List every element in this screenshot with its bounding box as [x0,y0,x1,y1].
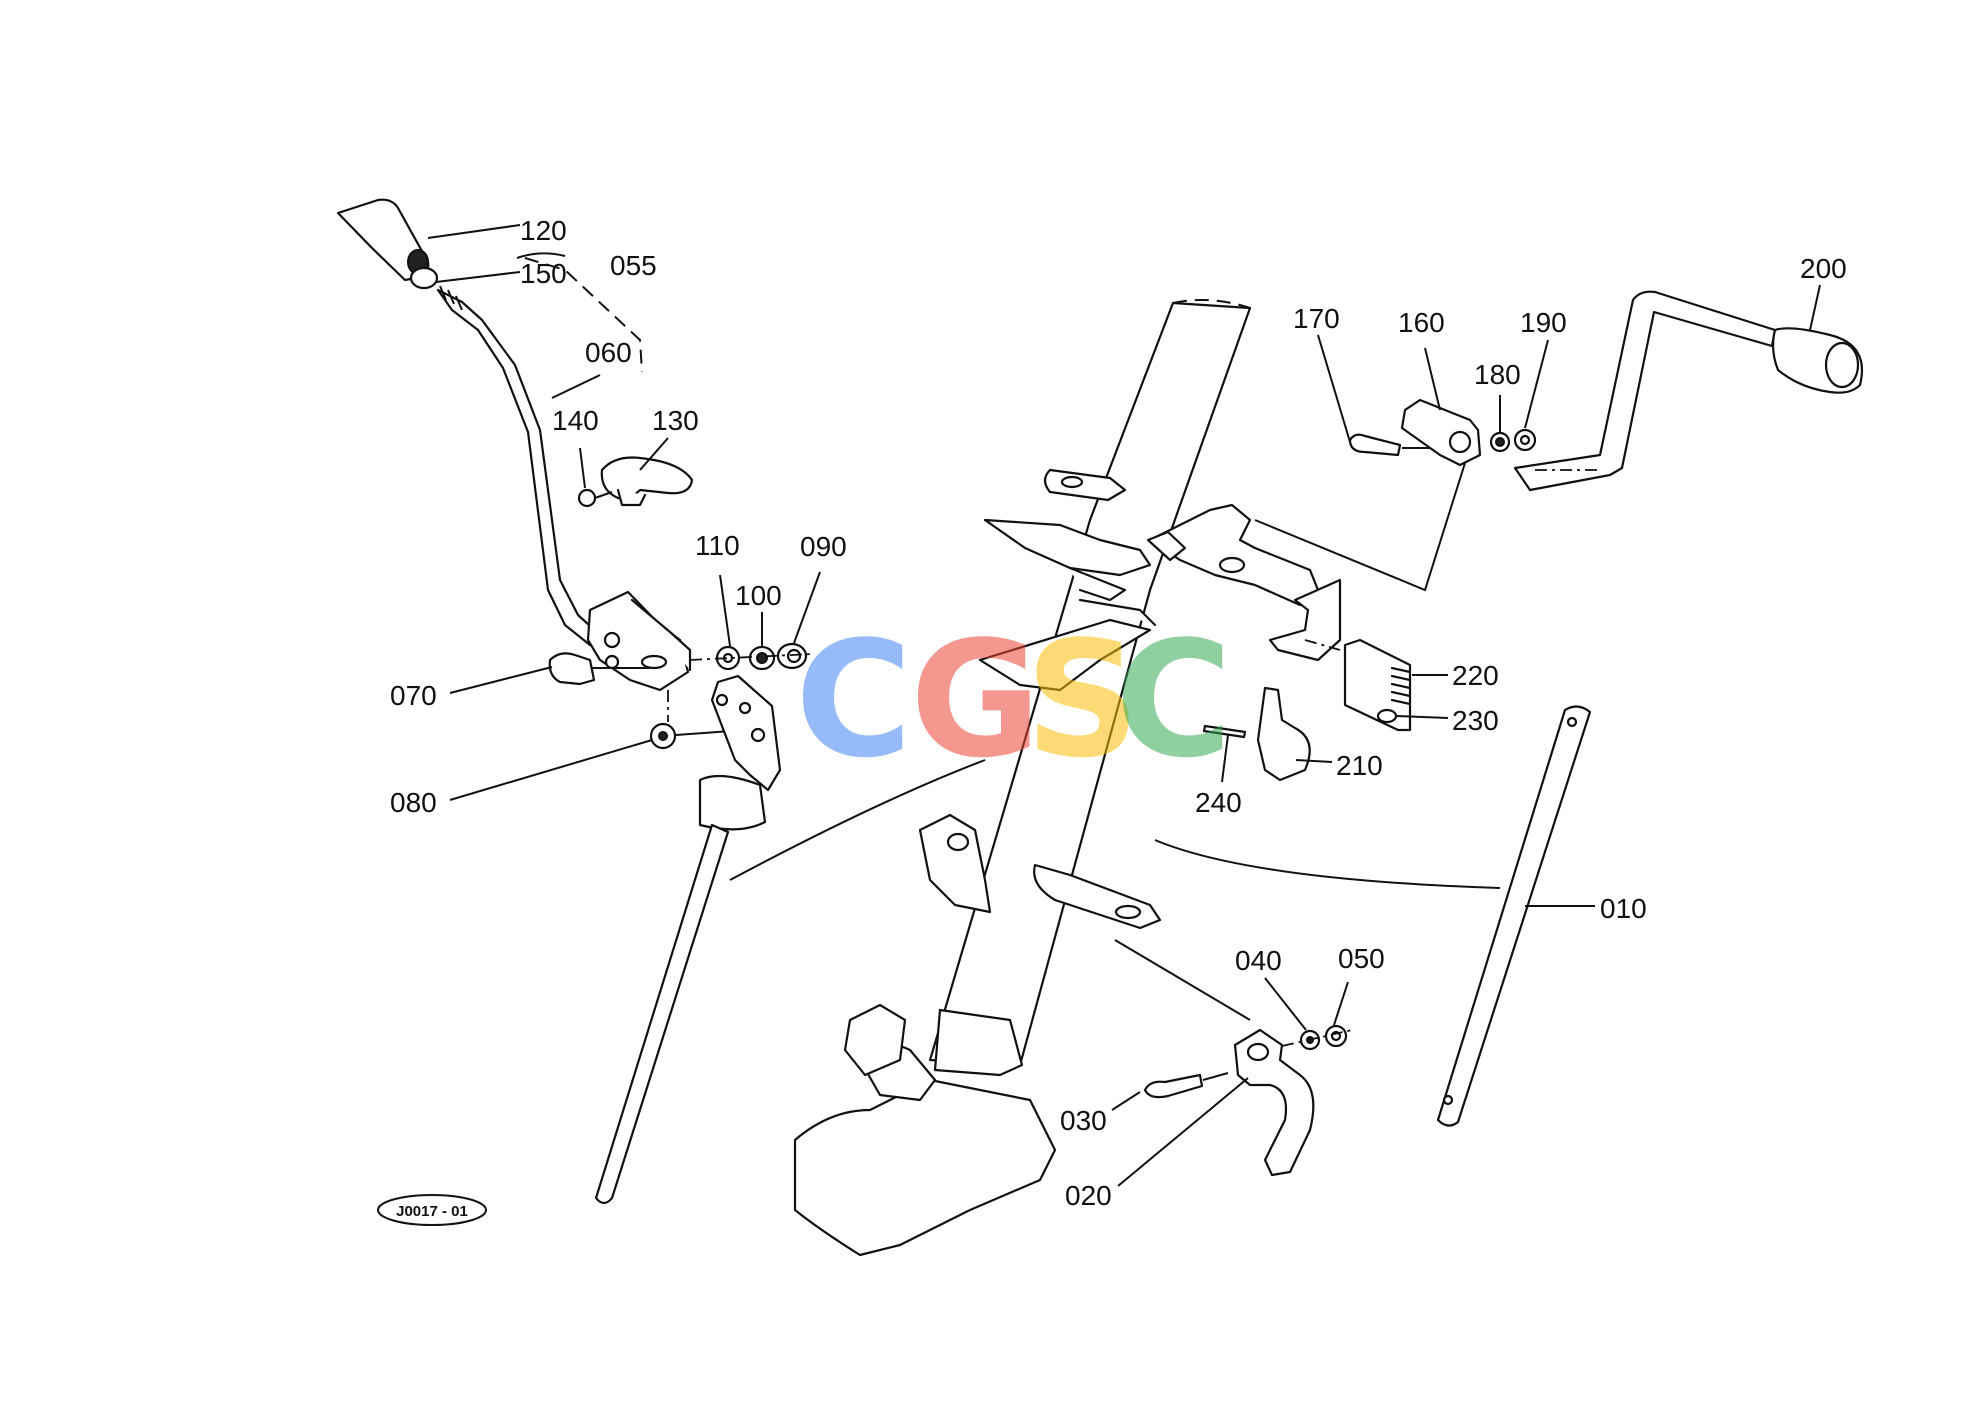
watermark-letter-2: G [910,606,1041,793]
label-070: 070 [390,680,437,711]
diagram-code: J0017 - 01 [377,1194,487,1226]
diagram-code-oval [377,1194,487,1226]
pin-240 [1202,724,1247,739]
hook-210 [1256,686,1311,782]
label-010: 010 [1600,893,1647,924]
label-055: 055 [610,250,657,281]
spring-220 [1390,666,1412,706]
watermark-letter-3: S [1025,606,1140,793]
label-040: 040 [1235,945,1282,976]
label-160: 160 [1398,307,1445,338]
label-060: 060 [585,337,632,368]
label-090: 090 [800,531,847,562]
label-180: 180 [1474,359,1521,390]
label-230: 230 [1452,705,1499,736]
label-150: 150 [520,258,567,289]
label-130: 130 [652,405,699,436]
leader-lines [427,224,1821,1187]
label-030: 030 [1060,1105,1107,1136]
washer-230 [1376,708,1398,724]
bolt-170 [1348,433,1402,457]
cover-130 [600,456,694,500]
bolt-030 [1143,1073,1204,1099]
label-020: 020 [1065,1180,1112,1211]
label-190: 190 [1520,307,1567,338]
column-mid-bracket [1148,503,1322,607]
label-170: 170 [1293,303,1340,334]
nut-150 [409,266,439,290]
column-plate [983,518,1152,577]
left-lever-assembly [336,198,813,1205]
right-lever-assembly [1254,290,1864,592]
pin-070 [548,652,596,686]
clamp-160 [1400,398,1482,467]
rod-010 [1436,705,1592,1127]
spring-plate [1343,638,1412,732]
lever-rod-060 [436,288,602,647]
spring-assembly [1202,638,1412,782]
screw-140 [577,488,597,508]
label-120: 120 [520,215,567,246]
part-labels: 120 150 055 060 140 130 110 100 090 070 … [390,215,1847,1211]
watermark-letter-1: C [795,606,912,793]
shift-clevis [710,674,782,792]
label-210: 210 [1336,750,1383,781]
label-220: 220 [1452,660,1499,691]
label-100: 100 [735,580,782,611]
label-110: 110 [695,530,740,561]
diagram-code-text: J0017 - 01 [396,1203,468,1220]
label-080: 080 [390,787,437,818]
label-240: 240 [1195,787,1242,818]
label-140: 140 [552,405,599,436]
hook-020 [1233,1028,1315,1177]
column-lower-bracket [918,813,992,914]
shift-rod [698,774,767,831]
label-200: 200 [1800,253,1847,284]
watermark: C G S C [795,606,1232,793]
column-l-bracket [1268,578,1342,662]
label-050: 050 [1338,943,1385,974]
steering-column [793,299,1342,1257]
column-housing [793,1078,1057,1257]
column-deck [978,618,1152,692]
column-base [933,1008,1024,1077]
watermark-letter-4: C [1115,606,1232,793]
column-top [1172,299,1251,309]
lower-hook-assembly [1114,939,1353,1177]
